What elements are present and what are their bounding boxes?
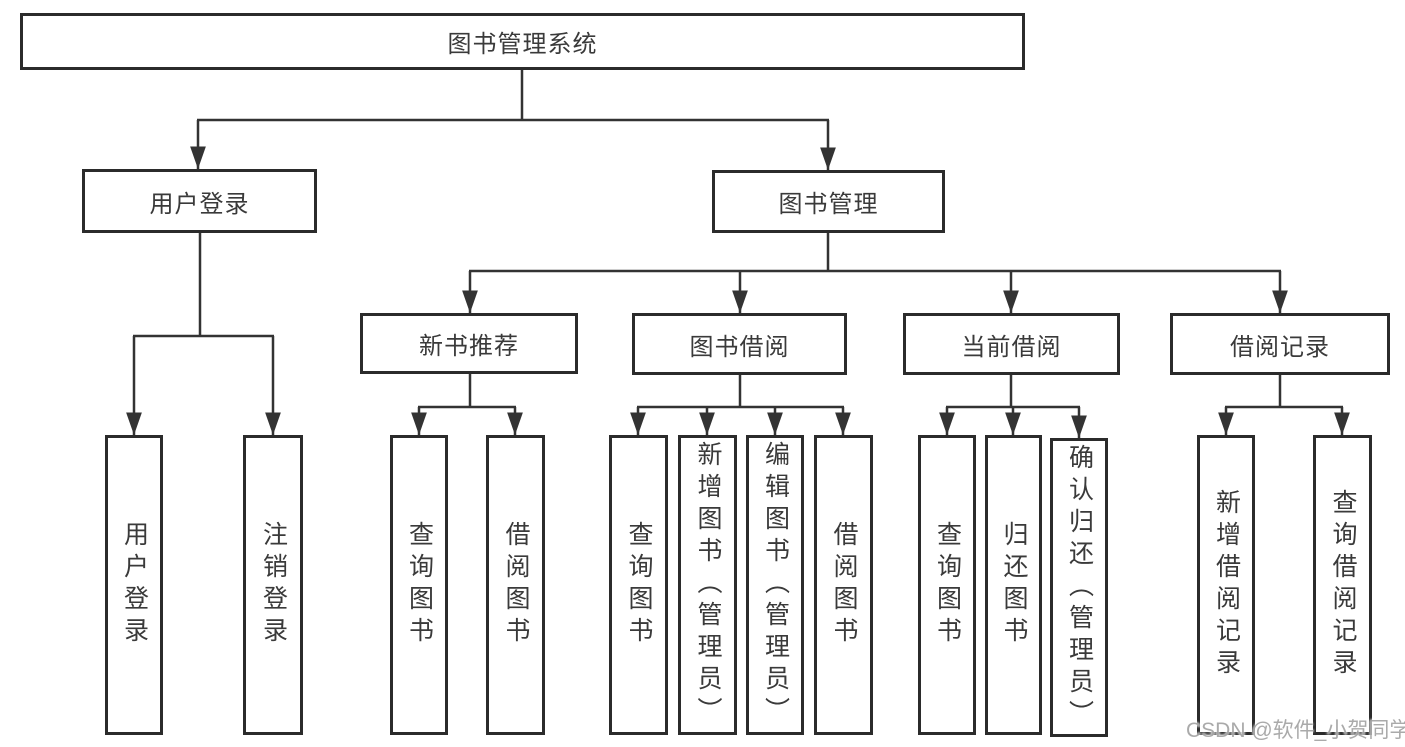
leaf-add-books-admin: 新增图书（管理员） xyxy=(678,435,737,735)
leaf-logout: 注销登录 xyxy=(243,435,303,735)
node-book-management-label: 图书管理 xyxy=(778,191,879,218)
node-book-management: 图书管理 xyxy=(712,170,945,233)
node-borrow-records-label: 借阅记录 xyxy=(1230,333,1330,361)
leaf-recommend-borrow-books-label: 借阅图书 xyxy=(502,521,530,649)
leaf-add-books-admin-label: 新增图书（管理员） xyxy=(694,441,722,729)
leaf-user-login-label: 用户登录 xyxy=(120,521,149,649)
leaf-recommend-query-books-label: 查询图书 xyxy=(405,521,434,649)
leaf-current-query-books-label: 查询图书 xyxy=(933,521,962,649)
leaf-edit-books-admin: 编辑图书（管理员） xyxy=(746,435,804,735)
leaf-borrow-books-label: 借阅图书 xyxy=(830,521,858,649)
node-book-borrow: 图书借阅 xyxy=(632,313,847,375)
leaf-current-query-books: 查询图书 xyxy=(918,435,976,735)
leaf-recommend-borrow-books: 借阅图书 xyxy=(486,435,545,735)
leaf-query-borrow-record: 查询借阅记录 xyxy=(1313,435,1372,735)
leaf-add-borrow-record-label: 新增借阅记录 xyxy=(1212,489,1241,681)
leaf-user-login: 用户登录 xyxy=(105,435,163,735)
node-root: 图书管理系统 xyxy=(20,13,1025,70)
leaf-borrow-query-books: 查询图书 xyxy=(609,435,668,735)
node-book-borrow-label: 图书借阅 xyxy=(689,333,790,361)
node-current-borrow: 当前借阅 xyxy=(903,313,1120,375)
node-current-borrow-label: 当前借阅 xyxy=(961,333,1062,361)
node-root-label: 图书管理系统 xyxy=(447,31,598,58)
leaf-recommend-query-books: 查询图书 xyxy=(390,435,448,735)
csdn-watermark: CSDN @软件_小贺同学 xyxy=(1186,719,1405,742)
node-new-book-recommend-label: 新书推荐 xyxy=(419,333,519,360)
leaf-query-borrow-record-label: 查询借阅记录 xyxy=(1329,489,1357,681)
leaf-borrow-books: 借阅图书 xyxy=(814,435,873,735)
leaf-add-borrow-record: 新增借阅记录 xyxy=(1197,435,1255,735)
node-user-login-label: 用户登录 xyxy=(149,190,250,218)
node-user-login: 用户登录 xyxy=(82,169,317,233)
leaf-confirm-return-admin: 确认归还（管理员） xyxy=(1050,438,1108,737)
leaf-return-books: 归还图书 xyxy=(985,435,1042,735)
node-borrow-records: 借阅记录 xyxy=(1170,313,1390,375)
leaf-logout-label: 注销登录 xyxy=(259,521,288,649)
leaf-edit-books-admin-label: 编辑图书（管理员） xyxy=(761,441,790,729)
leaf-confirm-return-admin-label: 确认归还（管理员） xyxy=(1065,443,1094,732)
leaf-borrow-query-books-label: 查询图书 xyxy=(625,521,653,649)
leaf-return-books-label: 归还图书 xyxy=(1000,521,1028,649)
node-new-book-recommend: 新书推荐 xyxy=(360,313,578,374)
